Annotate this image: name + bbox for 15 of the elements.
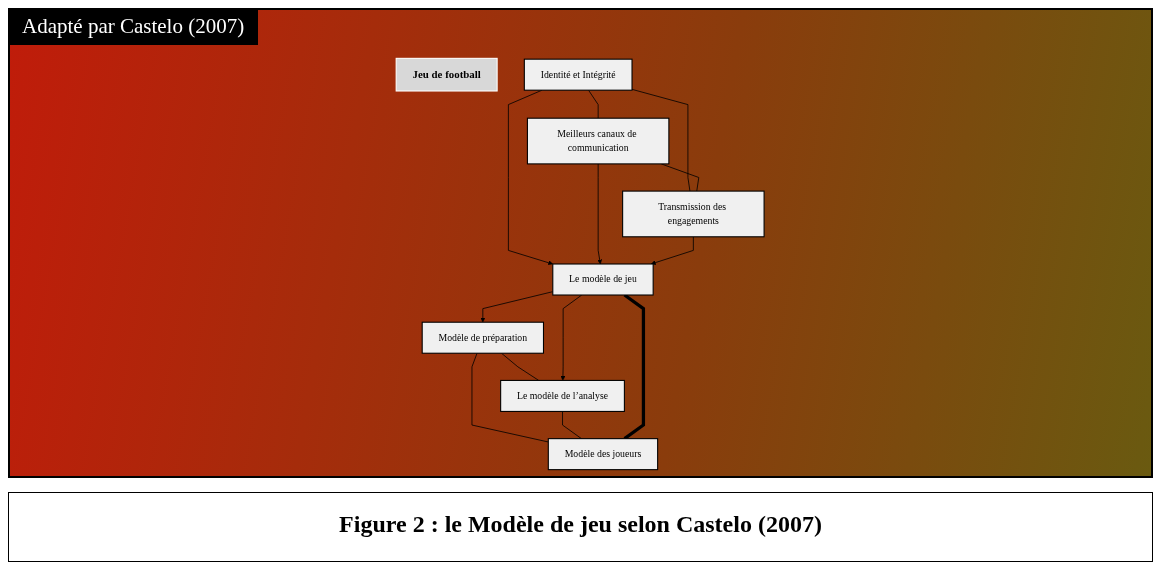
connector xyxy=(632,88,691,192)
node-box: Meilleurs canaux de communication xyxy=(527,117,670,165)
connector xyxy=(588,89,599,119)
connector xyxy=(501,352,540,381)
source-note: Adapté par Castelo (2007) xyxy=(8,8,259,45)
node-box: Le modèle de jeu xyxy=(552,263,655,296)
node-box: Modèle des joueurs xyxy=(548,438,659,471)
node-box: Le modèle de l’analyse xyxy=(500,379,626,412)
node-box: Identité et Intégrité xyxy=(524,58,633,91)
node-box: Transmission des engagements xyxy=(622,190,765,238)
node-box: Jeu de football xyxy=(396,57,499,92)
connector xyxy=(562,411,583,440)
node-box: Modèle de préparation xyxy=(422,321,545,354)
figure-caption: Figure 2 : le Modèle de jeu selon Castelo (2007) xyxy=(8,492,1153,562)
connector xyxy=(661,163,700,192)
